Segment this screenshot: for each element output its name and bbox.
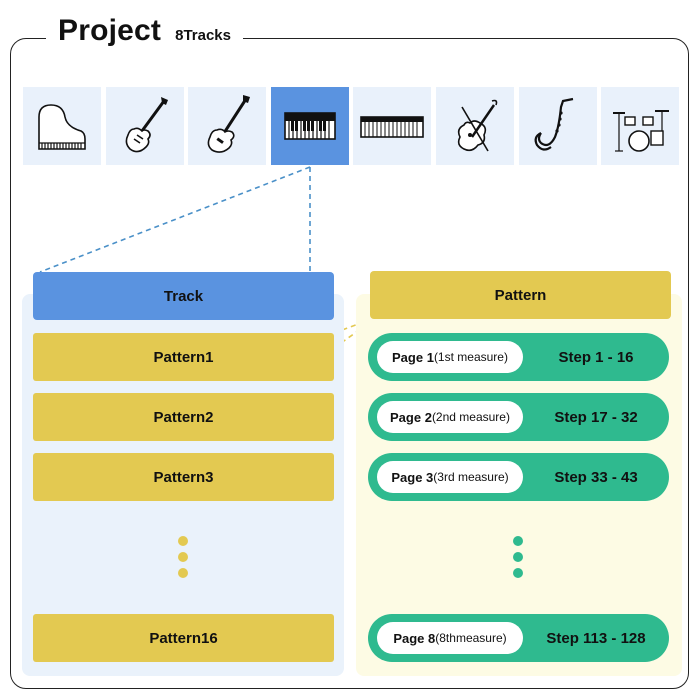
page-steps: Step 17 - 32 (554, 408, 638, 426)
page-label: Page 8(8thmeasure) (377, 622, 523, 654)
track-tile-violin[interactable] (436, 87, 514, 165)
saxophone-icon (534, 97, 574, 151)
pattern-item-1[interactable]: Pattern1 (33, 333, 334, 381)
page-row-3[interactable]: Page 3(3rd measure) Step 33 - 43 (368, 453, 669, 501)
page-number: Page 3 (391, 469, 434, 485)
page-measure: (2nd measure) (431, 410, 510, 424)
page-measure: (1st measure) (433, 350, 508, 364)
grand-piano-icon (38, 104, 86, 150)
bass-guitar-icon (207, 95, 250, 153)
pattern-item-2[interactable]: Pattern2 (33, 393, 334, 441)
page-label: Page 1(1st measure) (377, 341, 523, 373)
page-row-8[interactable]: Page 8(8thmeasure) Step 113 - 128 (368, 614, 669, 662)
track-tile-piano[interactable] (23, 87, 101, 165)
page-number: Page 2 (390, 409, 432, 425)
pattern-item-3[interactable]: Pattern3 (33, 453, 334, 501)
page-measure: (3rd measure) (433, 470, 509, 484)
track-header: Track (33, 272, 334, 320)
page-row-1[interactable]: Page 1(1st measure) Step 1 - 16 (368, 333, 669, 381)
project-header: Project 8Tracks (46, 14, 243, 58)
track-tile-electric-guitar[interactable] (106, 87, 184, 165)
project-title: Project (58, 14, 162, 47)
track-tile-keyboard[interactable] (353, 87, 431, 165)
pattern-item-16[interactable]: Pattern16 (33, 614, 334, 662)
violin-icon (457, 99, 498, 152)
pattern-header: Pattern (370, 271, 671, 319)
electric-guitar-icon (125, 97, 168, 153)
project-frame (10, 38, 689, 689)
page-number: Page 1 (392, 349, 434, 365)
page-number: Page 8 (393, 630, 436, 646)
track-tile-saxophone[interactable] (519, 87, 597, 165)
page-label: Page 2(2nd measure) (377, 401, 523, 433)
page-steps: Step 1 - 16 (558, 348, 634, 366)
pattern-ellipsis (177, 536, 189, 584)
page-steps: Step 113 - 128 (546, 629, 646, 647)
track-tile-bass-guitar[interactable] (188, 87, 266, 165)
keyboard-icon (360, 116, 424, 138)
project-subtitle: 8Tracks (175, 27, 231, 44)
drum-kit-icon (613, 110, 669, 152)
track-tile-drums[interactable] (601, 87, 679, 165)
page-label: Page 3(3rd measure) (377, 461, 523, 493)
synthesizer-icon (284, 112, 336, 140)
page-steps: Step 33 - 43 (554, 468, 638, 486)
page-measure: (8thmeasure) (435, 631, 507, 645)
page-ellipsis (512, 536, 524, 584)
track-tile-synthesizer[interactable] (271, 87, 349, 165)
page-row-2[interactable]: Page 2(2nd measure) Step 17 - 32 (368, 393, 669, 441)
